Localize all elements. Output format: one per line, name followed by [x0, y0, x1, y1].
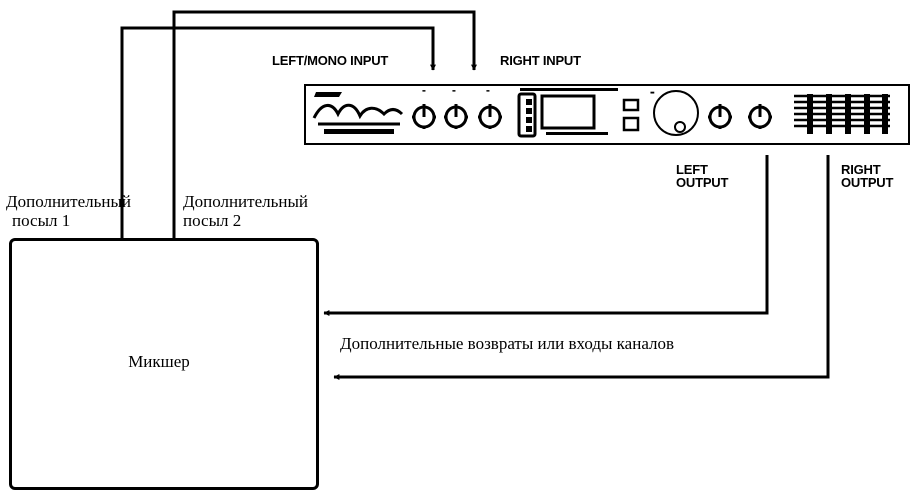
- right-output-wire: [333, 155, 830, 380]
- aux-send-1-label: Дополнительный посыл 1: [6, 192, 131, 230]
- panel-button-2[interactable]: [622, 116, 640, 132]
- input-knob-1[interactable]: ▬: [412, 88, 436, 129]
- brand-logo-icon: [312, 92, 404, 134]
- left-output-wire: [323, 155, 769, 316]
- left-output-label: LEFT OUTPUT: [676, 162, 729, 190]
- fader-bank-icon: [792, 94, 892, 134]
- input-knob-3[interactable]: ▬: [478, 88, 502, 129]
- svg-text:▬: ▬: [486, 88, 490, 93]
- lcd-display: [520, 88, 618, 135]
- value-dial[interactable]: ▬: [650, 90, 699, 136]
- output-knob-1[interactable]: [708, 104, 732, 129]
- right-input-label: RIGHT INPUT: [500, 53, 581, 68]
- aux-send-2-wire: [172, 10, 477, 240]
- aux-send-1-wire: [120, 26, 436, 240]
- mixer-label: Микшер: [128, 352, 190, 371]
- svg-text:▬: ▬: [422, 88, 426, 93]
- left-mono-input-label: LEFT/MONO INPUT: [272, 53, 389, 68]
- mixer-box: Микшер: [9, 238, 319, 490]
- right-output-label: RIGHT OUTPUT: [841, 162, 894, 190]
- returns-label: Дополнительные возвраты или входы канало…: [340, 334, 675, 353]
- input-knob-2[interactable]: ▬: [444, 88, 468, 129]
- output-knob-2[interactable]: [748, 104, 772, 129]
- level-meter-icon: [517, 92, 537, 138]
- effects-processor-panel: ▬ ▬ ▬: [304, 84, 910, 145]
- svg-text:▬: ▬: [650, 90, 655, 96]
- panel-button-1[interactable]: [622, 98, 640, 112]
- svg-text:▬: ▬: [452, 88, 456, 93]
- aux-send-2-label: Дополнительный посыл 2: [183, 192, 308, 230]
